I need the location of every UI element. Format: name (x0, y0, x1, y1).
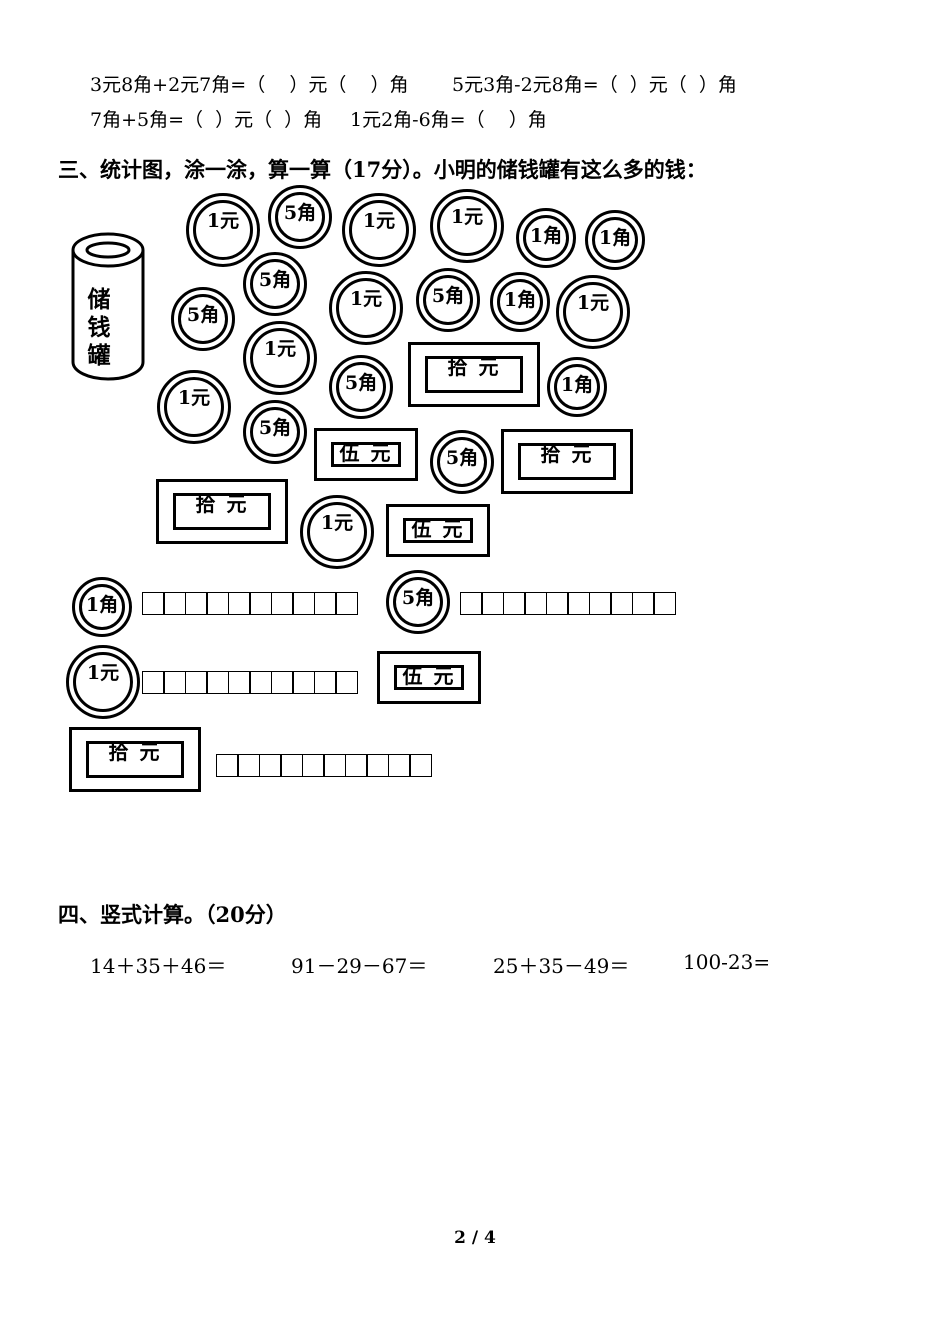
tally-cell[interactable] (588, 592, 612, 615)
tally-cell[interactable] (481, 592, 504, 615)
jar-char: 钱 (87, 314, 111, 341)
page-number: 2 / 4 (454, 1228, 496, 1248)
coin-5-jiao: 5角 (243, 400, 307, 464)
coin-1-yuan: 1元 (243, 321, 317, 395)
coin-5-jiao: 5角 (430, 430, 494, 494)
tally-cell[interactable] (227, 671, 251, 694)
chart-grid-10-yuan[interactable] (215, 754, 432, 777)
tally-cell[interactable] (163, 671, 186, 694)
tally-cell[interactable] (141, 592, 165, 615)
tally-cell[interactable] (610, 592, 633, 615)
tally-cell[interactable] (313, 592, 337, 615)
tally-cell[interactable] (258, 754, 282, 777)
exercise-1b: 5元3角-2元8角=（ ）元（ ）角 (452, 74, 737, 96)
tally-cell[interactable] (631, 592, 655, 615)
tally-cell[interactable] (653, 592, 676, 615)
tally-cell[interactable] (301, 754, 325, 777)
coin-1-jiao: 1角 (516, 208, 576, 268)
tally-cell[interactable] (567, 592, 590, 615)
tally-cell[interactable] (502, 592, 526, 615)
problem-4: 100-23= (683, 950, 771, 974)
problem-2: 91－29－67＝ (291, 954, 428, 978)
tally-cell[interactable] (270, 592, 294, 615)
chart-row-5-yuan-icon: 伍 元 (377, 651, 481, 704)
coin-5-jiao: 5角 (416, 268, 480, 332)
coin-1-jiao: 1角 (547, 357, 607, 417)
coin-1-jiao: 1角 (490, 272, 550, 332)
tally-cell[interactable] (459, 592, 483, 615)
tally-cell[interactable] (323, 754, 346, 777)
tally-cell[interactable] (292, 671, 315, 694)
tally-cell[interactable] (227, 592, 251, 615)
tally-cell[interactable] (409, 754, 432, 777)
section-3-heading: 三、统计图，涂一涂，算一算（17分）。小明的储钱罐有这么多的钱： (58, 157, 707, 182)
tally-cell[interactable] (366, 754, 389, 777)
chart-grid-1-jiao[interactable] (141, 592, 358, 615)
tally-cell[interactable] (206, 671, 229, 694)
coin-1-yuan: 1元 (157, 370, 231, 444)
chart-row-10-yuan-icon: 拾 元 (69, 727, 201, 792)
exercise-2b: 1元2角-6角=（ ）角 (350, 109, 547, 131)
tally-cell[interactable] (215, 754, 239, 777)
problem-3: 25＋35－49＝ (493, 954, 630, 978)
jar-char: 罐 (87, 342, 111, 369)
tally-cell[interactable] (387, 754, 411, 777)
coin-1-yuan: 1元 (186, 193, 260, 267)
coin-5-jiao: 5角 (171, 287, 235, 351)
note-5-yuan: 伍 元 (386, 504, 490, 557)
chart-row-1-yuan-icon: 1元 (66, 645, 140, 719)
tally-cell[interactable] (206, 592, 229, 615)
tally-cell[interactable] (237, 754, 260, 777)
note-5-yuan: 伍 元 (314, 428, 418, 481)
jar-char: 储 (87, 286, 111, 313)
exercise-1a: 3元8角+2元7角=（ ）元（ ）角 (90, 74, 409, 96)
tally-cell[interactable] (184, 592, 208, 615)
tally-cell[interactable] (163, 592, 186, 615)
piggy-bank-icon (71, 232, 145, 381)
tally-cell[interactable] (184, 671, 208, 694)
coin-1-yuan: 1元 (556, 275, 630, 349)
coin-1-yuan: 1元 (430, 189, 504, 263)
note-10-yuan: 拾 元 (408, 342, 540, 407)
jar-label: 储 钱 罐 (86, 286, 112, 370)
coin-1-jiao: 1角 (585, 210, 645, 270)
chart-row-1-jiao-icon: 1角 (72, 577, 132, 637)
tally-cell[interactable] (280, 754, 303, 777)
coin-1-yuan: 1元 (329, 271, 403, 345)
tally-cell[interactable] (335, 592, 358, 615)
chart-grid-5-jiao[interactable] (459, 592, 676, 615)
exercise-2a: 7角+5角=（ ）元（ ）角 (90, 109, 323, 131)
tally-cell[interactable] (524, 592, 547, 615)
coin-1-yuan: 1元 (300, 495, 374, 569)
tally-cell[interactable] (270, 671, 294, 694)
note-10-yuan: 拾 元 (156, 479, 288, 544)
coin-5-jiao: 5角 (243, 252, 307, 316)
tally-cell[interactable] (344, 754, 368, 777)
chart-row-5-jiao-icon: 5角 (386, 570, 450, 634)
tally-cell[interactable] (292, 592, 315, 615)
tally-cell[interactable] (249, 671, 272, 694)
tally-cell[interactable] (545, 592, 569, 615)
section-4-heading: 四、竖式计算。（20分） (58, 902, 287, 927)
problem-1: 14＋35＋46＝ (90, 954, 227, 978)
tally-cell[interactable] (249, 592, 272, 615)
coin-5-jiao: 5角 (268, 185, 332, 249)
chart-grid-1-yuan[interactable] (141, 671, 358, 694)
tally-cell[interactable] (141, 671, 165, 694)
tally-cell[interactable] (313, 671, 337, 694)
tally-cell[interactable] (335, 671, 358, 694)
coin-1-yuan: 1元 (342, 193, 416, 267)
note-10-yuan: 拾 元 (501, 429, 633, 494)
coin-5-jiao: 5角 (329, 355, 393, 419)
